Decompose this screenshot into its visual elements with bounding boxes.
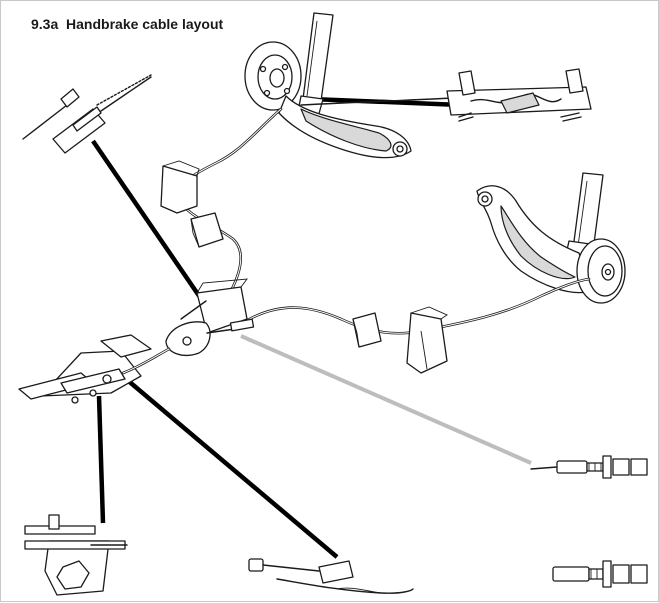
- leader-lever-mount: [96, 395, 106, 524]
- leader-cable-end-fitting: [91, 139, 208, 308]
- cable-end-clip-detail: [248, 558, 414, 594]
- primary-cable: [121, 347, 171, 375]
- left-trailing-arm: [278, 95, 412, 159]
- figure-caption: 9.3a Handbrake cable layout: [31, 16, 224, 32]
- equaliser-bracket: [165, 278, 255, 356]
- handbrake-lever: [18, 334, 152, 404]
- cable-end-fitting-detail: [22, 74, 152, 154]
- leader-adjuster-upper: [240, 334, 532, 465]
- leader-lines: [91, 96, 532, 559]
- left-brake-drum: [244, 41, 302, 111]
- right-trailing-arm: [476, 185, 592, 294]
- leader-drum-clip: [310, 96, 462, 108]
- lever-mount-detail: [24, 514, 128, 596]
- cable-guide-brackets: [160, 160, 448, 374]
- right-brake-drum: [576, 238, 626, 304]
- leader-cable-end-clip: [117, 371, 339, 559]
- drum-cable-clip-detail: [446, 68, 592, 122]
- threaded-adjuster-detail-upper: [530, 455, 648, 479]
- threaded-adjuster-detail-lower: [552, 560, 648, 588]
